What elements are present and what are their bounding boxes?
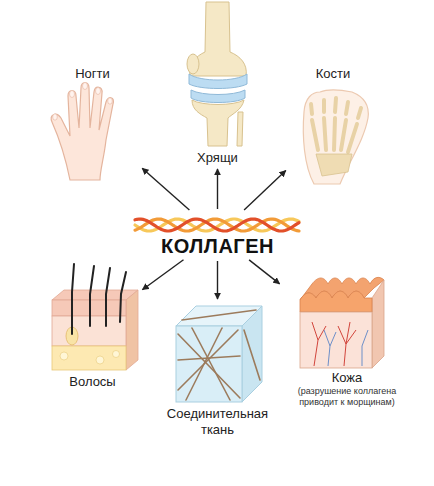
- label-group: Кости: [288, 66, 378, 82]
- collagen-strand: [135, 219, 299, 231]
- hair-node: Волосы: [45, 262, 140, 390]
- cartilage-node: Хрящи: [175, 2, 260, 166]
- skin-illustration: [300, 277, 384, 368]
- picture-area: [45, 82, 140, 182]
- collagen-strand: [135, 219, 299, 231]
- arrow-connector: [249, 260, 280, 284]
- picture-area: [45, 262, 140, 374]
- label-group: Соединительная ткань: [150, 406, 285, 438]
- connective-tissue-node: Соединительная ткань: [150, 302, 285, 438]
- picture-area: [175, 2, 260, 150]
- label-group: КОЛЛАГЕН: [125, 234, 310, 258]
- label-group: Волосы: [45, 374, 140, 390]
- arrow-connector: [217, 169, 218, 209]
- node-label: КОЛЛАГЕН: [125, 234, 310, 258]
- arrow-connector: [142, 168, 189, 210]
- node-label: Кости: [288, 66, 378, 82]
- picture-area: [282, 266, 412, 370]
- hand-illustration: [51, 83, 113, 181]
- label-group: Кожа(разрушение коллагена приводит к мор…: [282, 370, 412, 408]
- label-group: Хрящи: [175, 150, 260, 166]
- node-note: (разрушение коллагена приводит к морщина…: [282, 386, 412, 408]
- skin-node: Кожа(разрушение коллагена приводит к мор…: [282, 266, 412, 408]
- hair-illustration: [52, 264, 138, 370]
- node-label: Хрящи: [175, 150, 260, 166]
- bones-node: Кости: [288, 66, 378, 186]
- picture-area: [125, 212, 310, 234]
- node-label: Волосы: [45, 374, 140, 390]
- node-label: Ногти: [45, 66, 140, 82]
- label-group: Ногти: [45, 66, 140, 82]
- collagen-node: КОЛЛАГЕН: [125, 212, 310, 258]
- nails-node: Ногти: [45, 66, 140, 182]
- arrow-connector: [217, 261, 218, 299]
- node-label: Кожа: [282, 370, 412, 386]
- arrow-connector: [142, 260, 183, 290]
- picture-area: [288, 82, 378, 186]
- arrow-connector: [244, 171, 286, 210]
- connective-tissue-illustration: [176, 306, 262, 402]
- collagen-strand: [135, 219, 299, 231]
- collagen-helix: [135, 219, 299, 231]
- knee-illustration: [187, 2, 247, 146]
- foot-illustration: [303, 90, 368, 184]
- node-label: Соединительная ткань: [150, 406, 285, 438]
- picture-area: [150, 302, 285, 406]
